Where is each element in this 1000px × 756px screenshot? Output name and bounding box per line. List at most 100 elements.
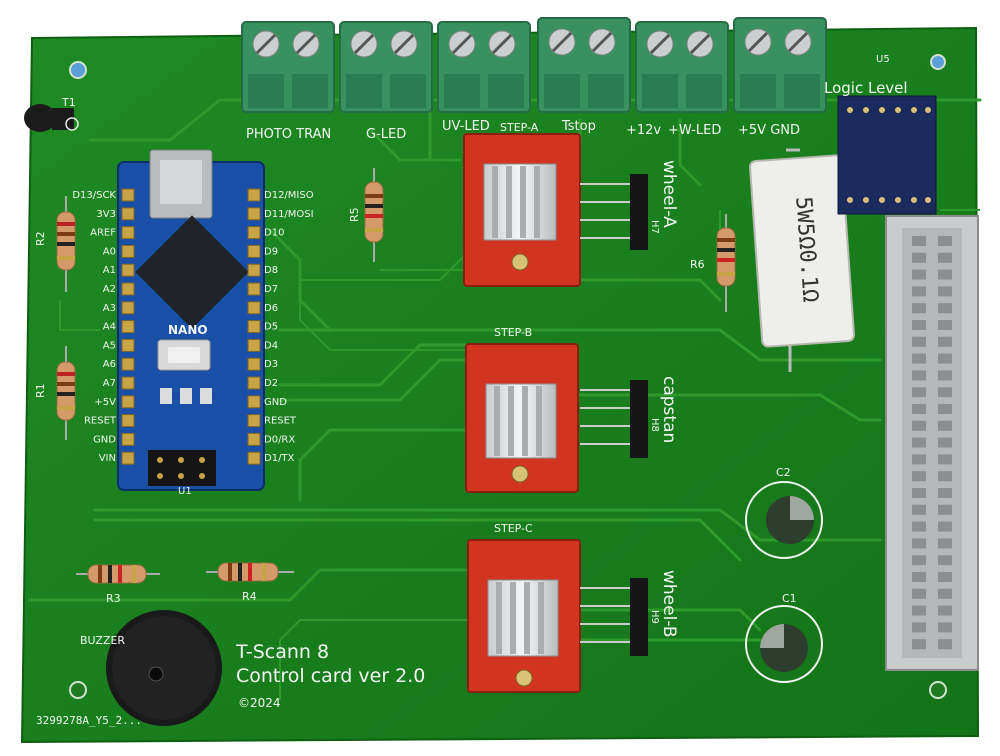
u1-label: U1 [178,486,192,497]
nano-header-pin-left [121,226,135,240]
nano-header-pin-left [121,395,135,409]
left-pin-label: GND [93,434,116,445]
nano-header-pin-left [121,451,135,465]
buzzer-label: BUZZER [80,634,125,647]
right-pin-label: D6 [264,303,278,314]
terminal-4 [537,17,631,113]
stepper-driver-a: STEP-A [463,121,581,287]
idc-pin [938,353,952,364]
resistor-r1: R1 [34,346,76,440]
transistor-t1: T1 [24,96,79,132]
idc-pin [912,488,926,498]
idc-pin [912,572,926,582]
idc-pin [912,286,926,297]
step-c-label: STEP-C [494,522,533,535]
idc-pin [938,555,952,566]
buzzer: BUZZER [80,610,222,726]
left-pin-label: VIN [99,453,116,464]
board-title-block: T-Scann 8 Control card ver 2.0 ©2024 329… [36,641,425,727]
nano-header-pin-left [121,282,135,296]
nano-header-pin-left [121,357,135,371]
terminal-6 [733,17,827,113]
right-pin-label: RESET [264,416,297,427]
r2-label: R2 [34,231,47,246]
t1-label: T1 [61,96,76,109]
idc-pin [912,252,926,263]
nano-header-pin-right [247,207,261,221]
terminal-label-uv-led: UV-LED [442,119,490,134]
right-pin-label: D3 [264,359,278,370]
idc-pin [938,471,952,482]
idc-pin [938,572,952,582]
nano-header-pin-left [121,207,135,221]
capacitor-c2: C2 [745,466,823,559]
right-pin-labels: D12/MISOD11/MOSID10D9D8D7D6D5D4D3D2GNDRE… [264,190,314,464]
idc-pin [912,588,926,599]
idc-pin [938,521,952,532]
r3-label: R3 [106,592,121,605]
left-pin-label: A4 [103,322,116,333]
right-pin-label: D11/MOSI [264,209,314,220]
board-serial: 3299278A_Y5_2... [36,714,142,727]
nano-header-pin-right [247,244,261,258]
idc-pin [912,303,926,314]
step-a-label: STEP-A [500,121,539,134]
motor-header-h7: H7 wheel-A [580,160,679,250]
idc-pin [938,404,952,414]
nano-header-pin-left [121,301,135,315]
r5-label: R5 [348,207,361,222]
idc-pin [938,387,952,398]
nano-header-pin-right [247,432,261,446]
terminal-label-photo-tran: PHOTO TRAN [246,127,331,142]
idc-pin [938,454,952,465]
idc-pin [912,320,926,330]
terminal-label-tstop: Tstop [561,119,596,134]
motor-header-h9: H9 wheel-B [580,570,679,656]
board-subtitle: Control card ver 2.0 [236,665,425,687]
nano-pin-headers [121,188,261,465]
nano-header-pin-right [247,263,261,277]
idc-pin [938,437,952,448]
h8-label: H8 [649,418,660,432]
step-b-label: STEP-B [494,326,532,339]
left-pin-label: A2 [103,284,116,295]
idc-pin [938,488,952,498]
right-pin-label: D2 [264,378,278,389]
nano-header-pin-right [247,395,261,409]
left-pin-label: AREF [90,228,116,239]
right-pin-label: D12/MISO [264,190,314,201]
terminal-3 [437,21,531,113]
idc-pin [938,588,952,599]
left-pin-label: A5 [103,340,116,351]
left-pin-label: A7 [103,378,116,389]
motor-header-h8: H8 capstan [580,376,679,458]
right-pin-label: D1/TX [264,453,295,464]
idc-pin [912,420,926,431]
wheel-b-label: wheel-B [659,570,679,638]
resistor-r2: R2 [34,196,76,292]
left-pin-label: A3 [103,303,116,314]
nano-header-pin-left [121,244,135,258]
right-pin-label: D5 [264,322,278,333]
r4-label: R4 [242,590,257,603]
wheel-a-label: wheel-A [659,160,679,228]
r1-label: R1 [34,383,47,398]
idc-pin [912,269,926,280]
idc-pin [912,236,926,246]
idc-pin [938,303,952,314]
nano-header-pin-left [121,414,135,428]
nano-header-pin-right [247,320,261,334]
idc-pin [912,336,926,347]
idc-pin [912,353,926,364]
idc-pin [912,437,926,448]
u5-label: U5 [876,54,890,65]
capstan-label: capstan [659,376,679,443]
terminal-label-w-led: +W-LED [668,123,721,138]
idc-pin [938,538,952,549]
right-pin-label: D9 [264,246,278,257]
idc-pin [938,286,952,297]
terminal-1 [241,21,335,113]
idc-pin [912,538,926,549]
nano-header-pin-left [121,263,135,277]
idc-pin [938,504,952,515]
